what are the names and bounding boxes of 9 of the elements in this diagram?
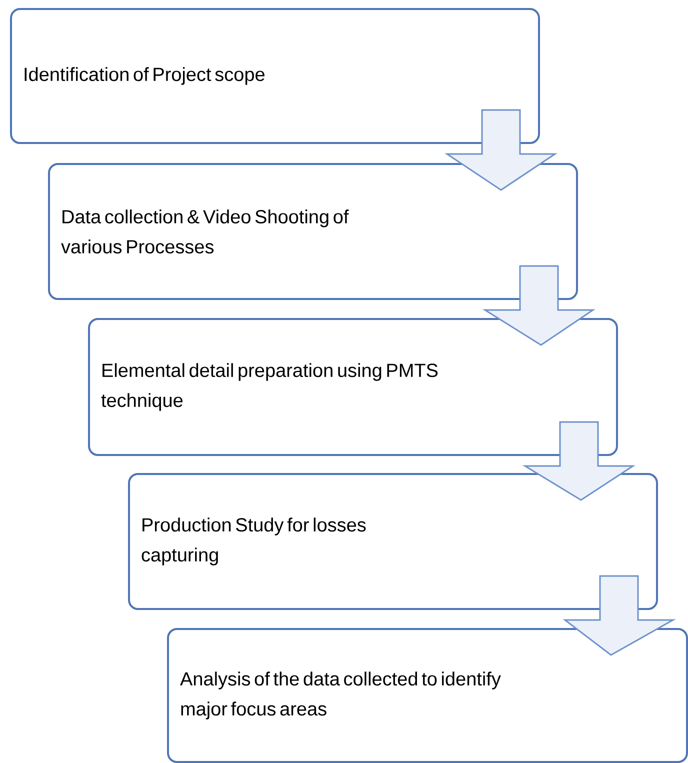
process-box: Elemental detail preparation using PMTS technique [88,318,618,456]
block-arrow [482,265,596,346]
process-box: Data collection & Video Shooting of various Processes [48,163,578,300]
block-arrow [444,109,558,191]
process-box: Identification of Project scope [10,8,540,144]
process-box: Production Study for losses capturing [128,473,658,610]
block-arrow [522,421,636,501]
block-arrow [562,575,676,656]
process-box: Analysis of the data collected to identify major focus areas [167,628,688,763]
